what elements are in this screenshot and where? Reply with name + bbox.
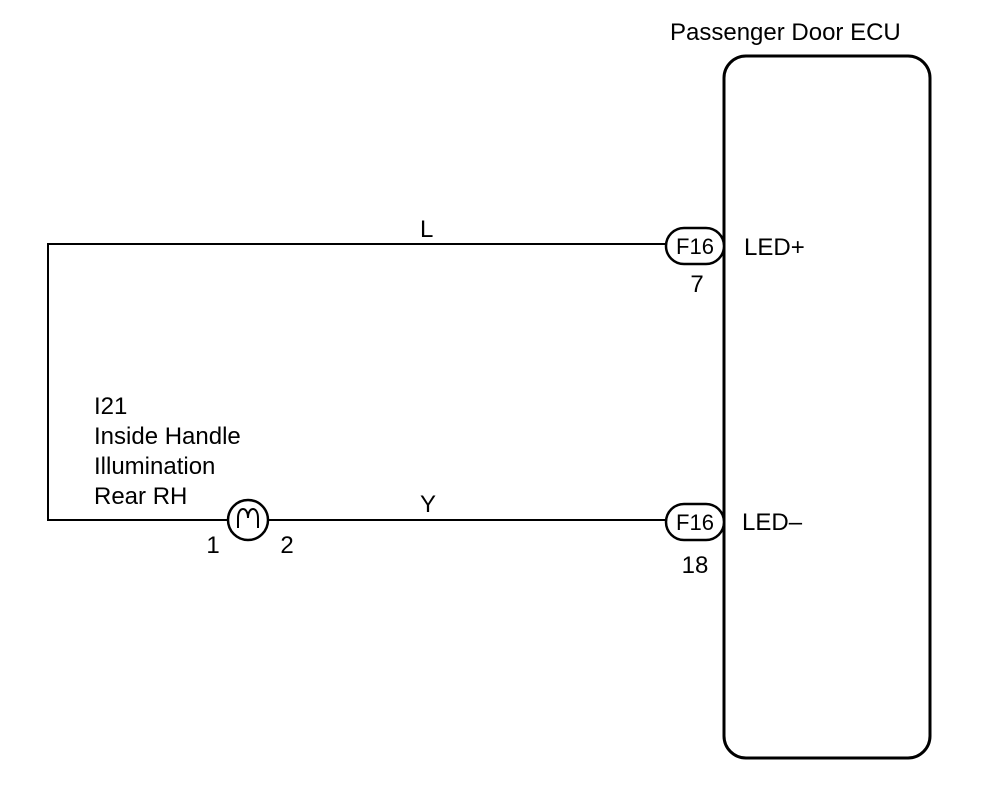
wire-l [47, 243, 666, 521]
connector-code: F16 [676, 234, 714, 259]
connector-f16-pin18: F16 18 LED– [664, 502, 803, 579]
wire-y-color: Y [420, 491, 436, 518]
ecu-title: Passenger Door ECU [670, 19, 901, 46]
wire-l-color: L [420, 216, 433, 243]
connector-code: F16 [676, 510, 714, 535]
component-i21: I21 Inside Handle Illumination Rear RH 1… [94, 393, 294, 559]
ecu-box [722, 54, 932, 760]
bulb-icon [226, 498, 270, 542]
connector-oval [664, 226, 726, 266]
connector-pin: 18 [682, 552, 709, 579]
connector-pin: 7 [690, 271, 703, 298]
component-name-line2: Illumination [94, 453, 215, 480]
component-pin-left: 1 [206, 532, 219, 559]
component-code: I21 [94, 393, 127, 420]
component-name-line1: Inside Handle [94, 423, 241, 450]
connector-f16-pin7: F16 7 LED+ [664, 226, 805, 298]
terminal-label: LED– [742, 509, 803, 536]
terminal-label: LED+ [744, 234, 805, 261]
component-name-line3: Rear RH [94, 483, 187, 510]
connector-oval [664, 502, 726, 542]
component-pin-right: 2 [280, 532, 293, 559]
